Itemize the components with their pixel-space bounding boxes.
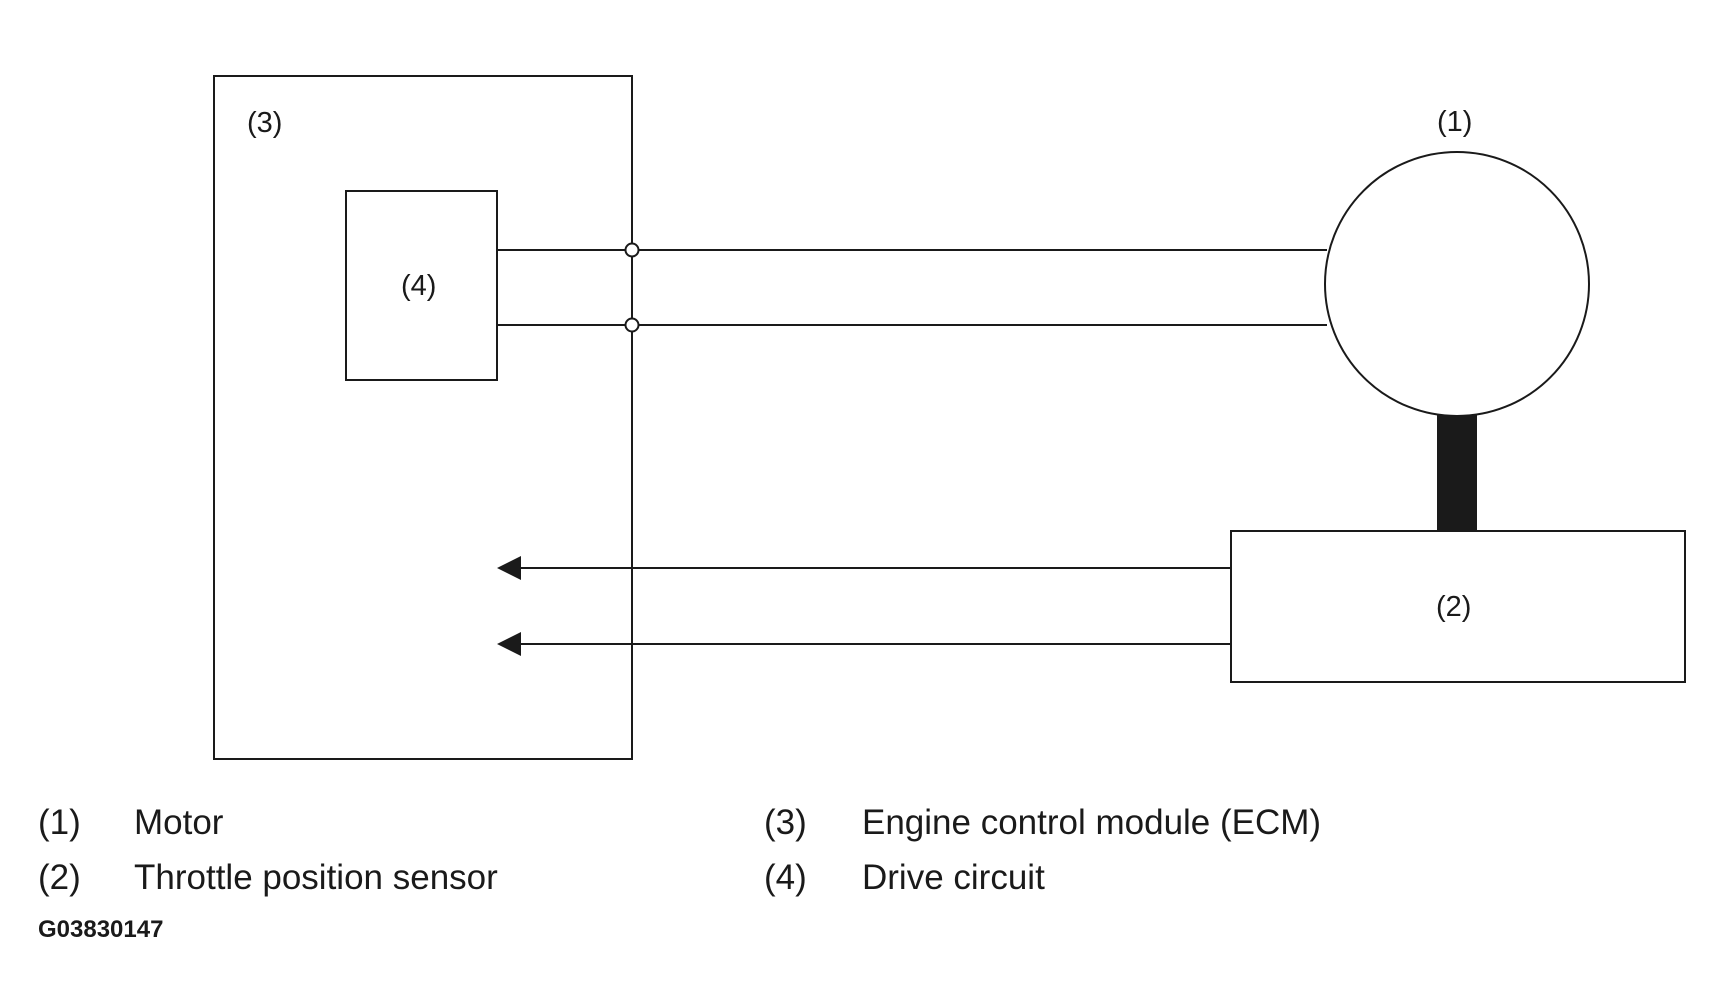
signal-arrow-2: [497, 632, 521, 656]
signal-arrow-1: [497, 556, 521, 580]
legend-text: Engine control module (ECM): [862, 803, 1322, 842]
figure-code: G03830147: [38, 916, 164, 943]
drive-circuit-label: (4): [401, 270, 436, 302]
tps-label: (2): [1436, 591, 1471, 623]
legend-number: (2): [38, 858, 81, 897]
drive-circuit-box: [345, 190, 498, 381]
motor-label: (1): [1437, 106, 1472, 138]
legend-number: (3): [764, 803, 807, 842]
legend-number: (4): [764, 858, 807, 897]
connector-terminal-1: [624, 242, 640, 258]
legend-text: Motor: [134, 803, 224, 842]
motor-circle: [1324, 151, 1590, 417]
connector-terminal-2: [624, 317, 640, 333]
tps-box: [1230, 530, 1686, 683]
ecm-box: [213, 75, 633, 760]
wiring-diagram: (3) (4) (1) (2): [213, 75, 1686, 760]
legend-text: Drive circuit: [862, 858, 1045, 897]
ecm-label: (3): [247, 107, 282, 139]
motor-shaft: [1437, 415, 1477, 531]
legend-number: (1): [38, 803, 81, 842]
legend-text: Throttle position sensor: [134, 858, 498, 897]
